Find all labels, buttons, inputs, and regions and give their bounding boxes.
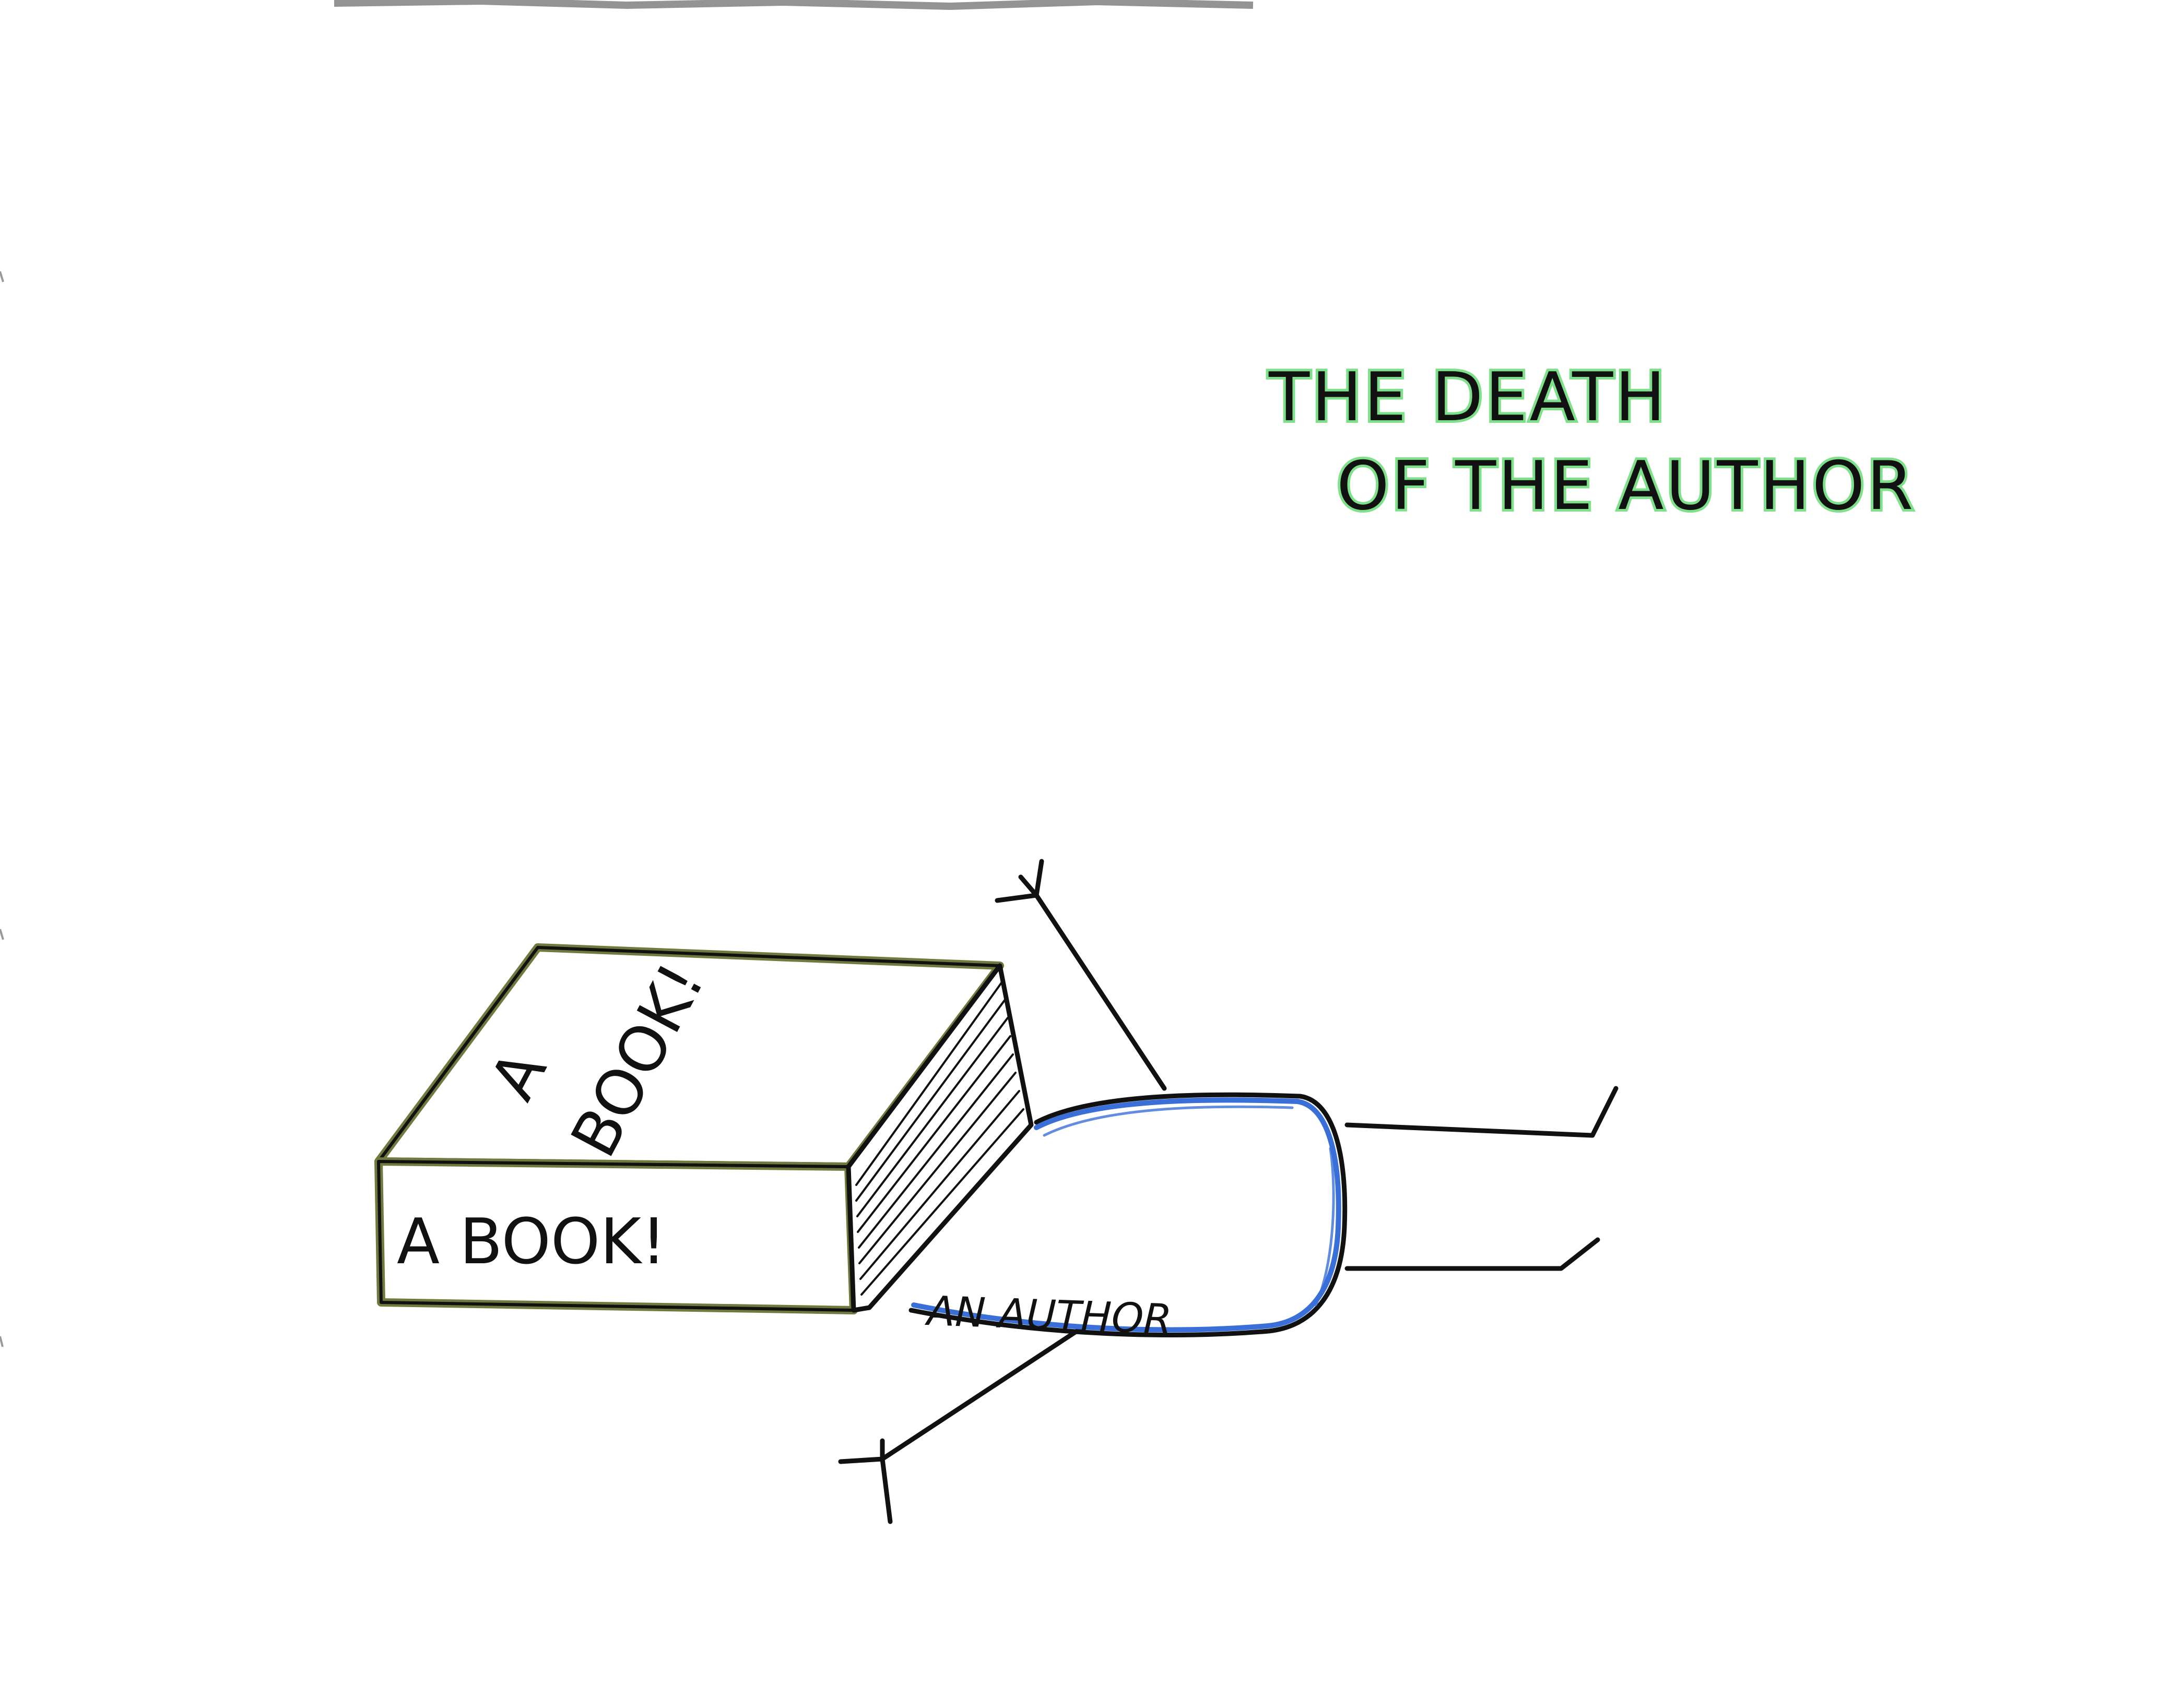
title-line-1-highlight: THE DEATH xyxy=(1268,359,1668,436)
title-line-2-highlight: OF THE AUTHOR xyxy=(1337,447,1915,525)
author-figure xyxy=(838,859,1619,1524)
author-label: AN AUTHOR xyxy=(924,1288,1173,1343)
body-outline xyxy=(908,1092,1348,1337)
title-line-1: THE DEATH xyxy=(1268,359,1668,436)
spine-text: A BOOK! xyxy=(397,1206,666,1278)
title: THE DEATH THE DEATH OF THE AUTHOR OF THE… xyxy=(1266,356,1916,528)
paper-edge-marks xyxy=(0,0,1254,1347)
title-line-2: OF THE AUTHOR xyxy=(1337,447,1915,525)
upper-hand xyxy=(995,859,1044,903)
upper-leg xyxy=(1344,1086,1619,1138)
book-page-edges xyxy=(846,963,1034,1313)
upper-arm xyxy=(1034,893,1167,1091)
book: A BOOK! A BOOK! xyxy=(374,943,1034,1314)
lower-hand xyxy=(838,1438,893,1524)
lower-arm xyxy=(880,1326,1083,1462)
lower-leg xyxy=(1344,1237,1600,1271)
page-lines xyxy=(855,980,1024,1296)
body-blue-outline xyxy=(911,1097,1341,1333)
